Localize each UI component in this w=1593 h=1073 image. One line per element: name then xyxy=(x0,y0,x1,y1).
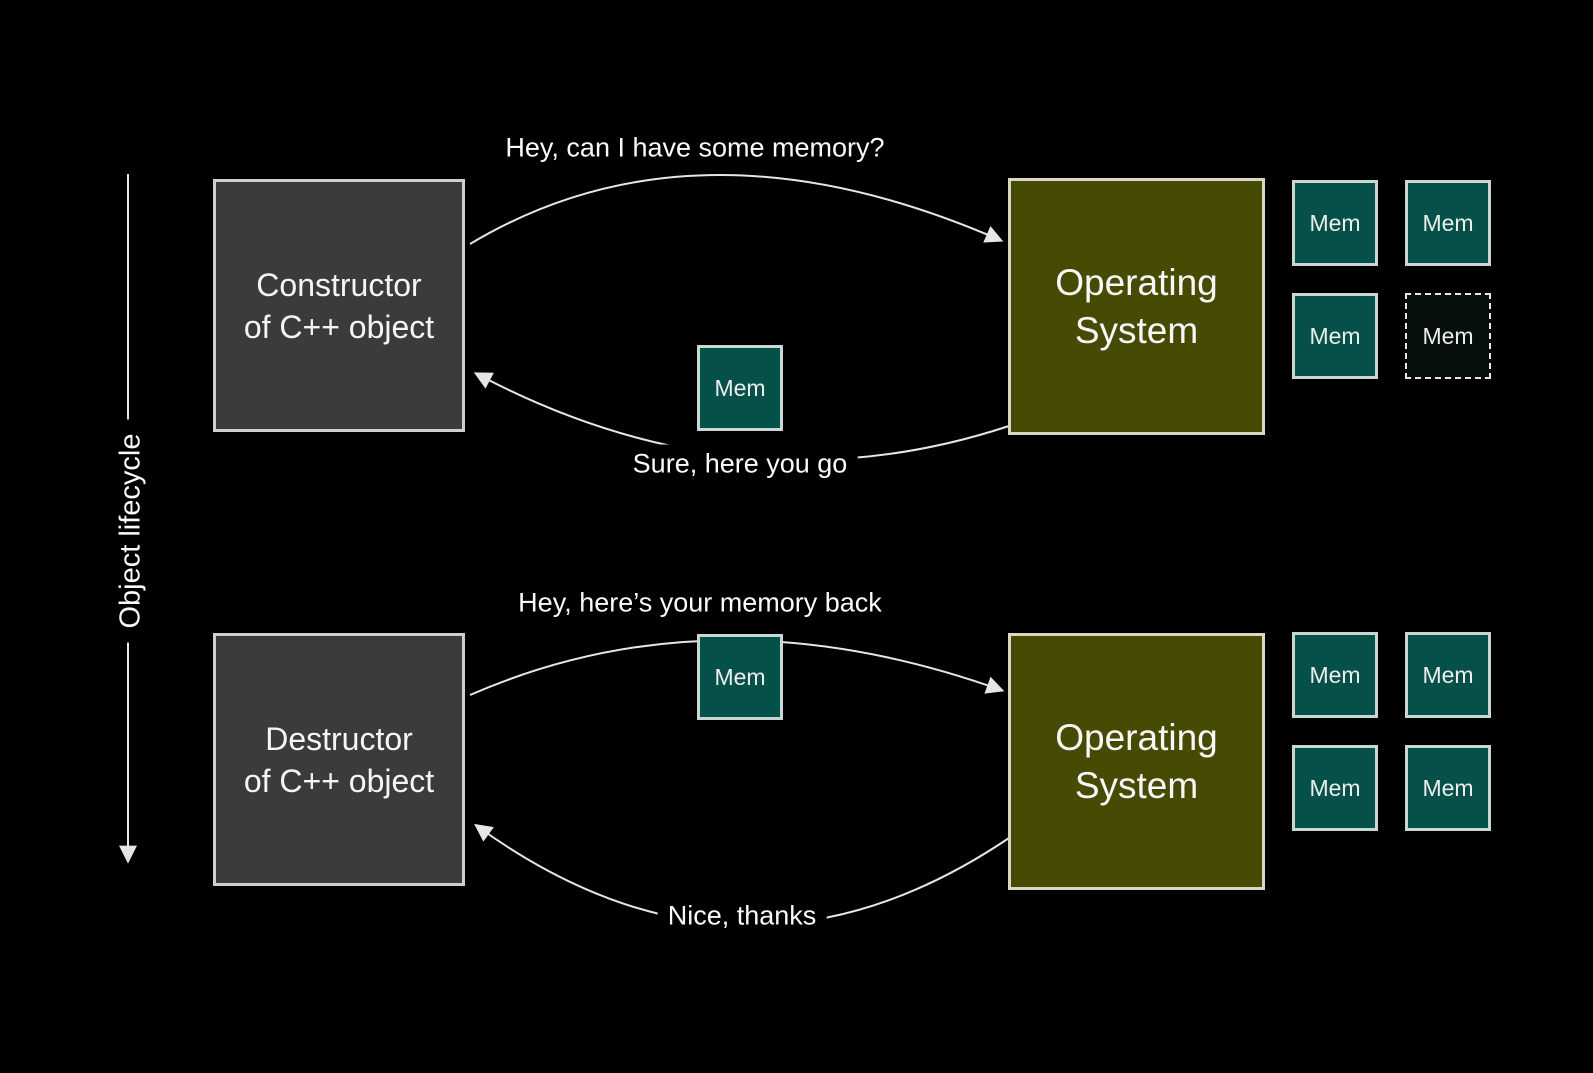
mem-box-transfer-construction: Mem xyxy=(697,345,783,431)
mem-label: Mem xyxy=(1309,661,1361,688)
response-label-construction: Sure, here you go xyxy=(622,444,858,484)
mem-label: Mem xyxy=(1422,661,1474,688)
mem-label: Mem xyxy=(714,374,766,401)
request-arrow-construction xyxy=(469,174,1004,245)
mem-label: Mem xyxy=(714,663,766,690)
os-box-label-line1: Operating xyxy=(1055,716,1218,758)
destructor-box: Destructor of C++ object xyxy=(213,633,465,886)
os-box-label-line2: System xyxy=(1074,309,1199,351)
response-label-destruction: Nice, thanks xyxy=(657,896,827,936)
lifecycle-axis-label: Object lifecycle xyxy=(110,419,152,643)
destructor-box-label-line2: of C++ object xyxy=(243,762,435,799)
os-box-label-line2: System xyxy=(1074,764,1199,806)
mem-label: Mem xyxy=(1422,209,1474,236)
mem-cell: Mem xyxy=(1405,632,1491,718)
mem-label: Mem xyxy=(1309,322,1361,349)
mem-cell: Mem xyxy=(1292,632,1378,718)
mem-cell: Mem xyxy=(1405,180,1491,266)
constructor-box-label-line1: Constructor xyxy=(256,266,422,303)
mem-box-transfer-destruction: Mem xyxy=(697,634,783,720)
request-label-construction: Hey, can I have some memory? xyxy=(495,128,895,168)
os-box-destruction: Operating System xyxy=(1008,633,1265,890)
mem-label: Mem xyxy=(1422,322,1474,349)
mem-cell: Mem xyxy=(1292,293,1378,379)
constructor-box-label-line2: of C++ object xyxy=(243,308,435,345)
mem-label: Mem xyxy=(1309,209,1361,236)
os-box-label-line1: Operating xyxy=(1055,261,1218,303)
os-box-construction: Operating System xyxy=(1008,178,1265,435)
mem-cell: Mem xyxy=(1292,745,1378,831)
mem-label: Mem xyxy=(1422,774,1474,801)
mem-cell: Mem xyxy=(1405,745,1491,831)
mem-cell: Mem xyxy=(1292,180,1378,266)
constructor-box: Constructor of C++ object xyxy=(213,179,465,432)
request-label-destruction: Hey, here’s your memory back xyxy=(508,583,892,623)
mem-cell-dashed: Mem xyxy=(1405,293,1491,379)
destructor-box-label-line1: Destructor xyxy=(265,720,413,757)
mem-label: Mem xyxy=(1309,774,1361,801)
